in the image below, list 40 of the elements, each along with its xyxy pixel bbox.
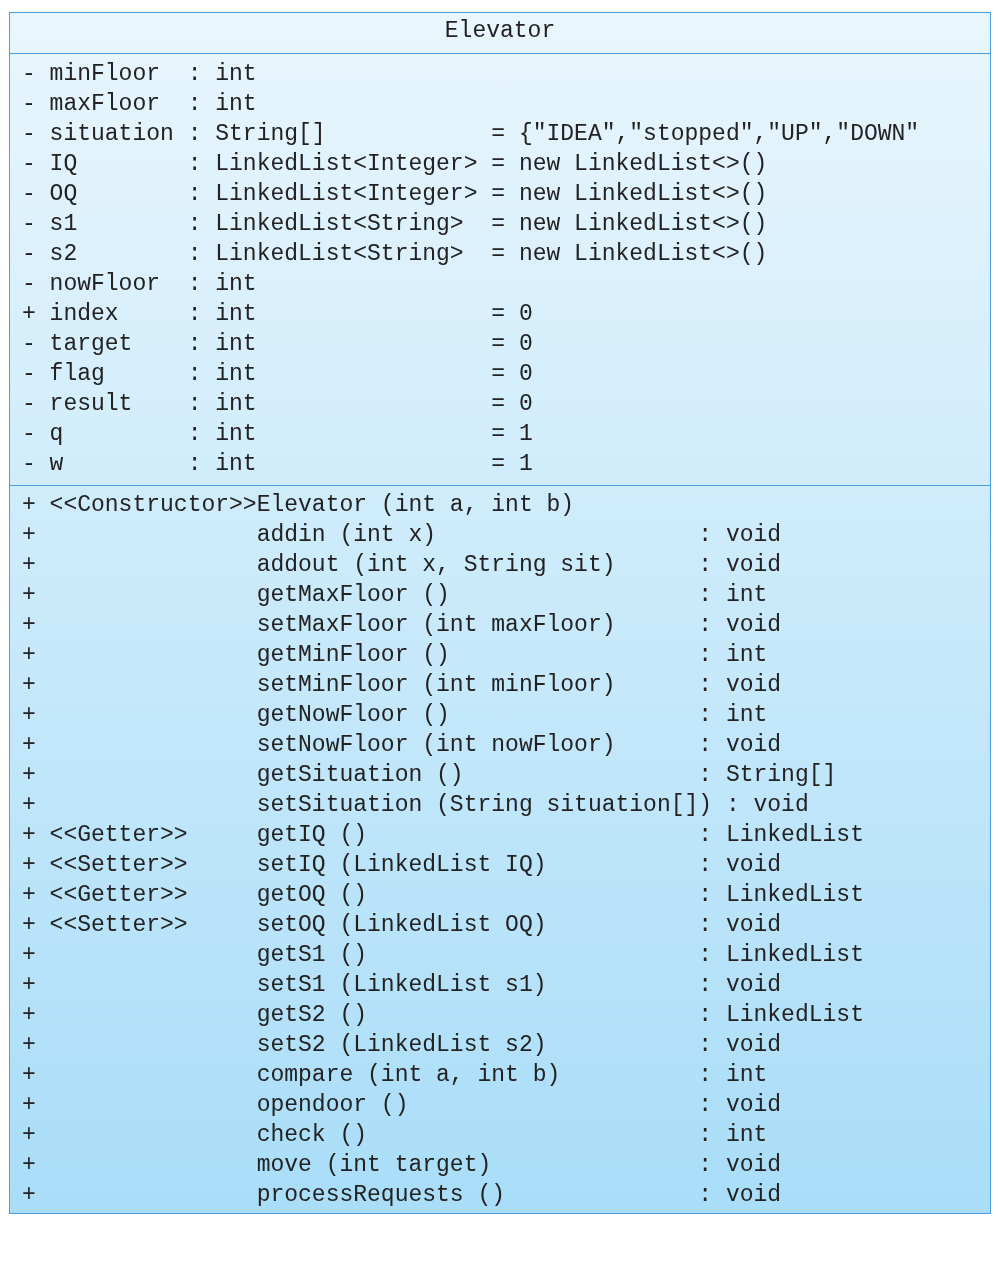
method-row-text: + setSituation (String situation[]) : void [21,791,810,820]
method-row-text: + check () : int [21,1121,769,1150]
attribute-row-text: - maxFloor : int [21,90,258,119]
method-row-text: + move (int target) : void [21,1151,783,1180]
method-row-text: + compare (int a, int b) : int [21,1061,769,1090]
attribute-row-text: - w : int = 1 [21,450,534,479]
attribute-row-text: - target : int = 0 [21,330,534,359]
attribute-row-text: + index : int = 0 [21,300,534,329]
attribute-row-text: - situation : String[] = {"IDEA","stopped","UP","DOWN" [21,120,921,149]
attribute-row-text: - nowFloor : int [21,270,258,299]
class-name: Elevator [443,17,557,46]
method-row-text: + getS2 () : LinkedList [21,1001,865,1030]
method-row-text: + setMinFloor (int minFloor) : void [21,671,783,700]
method-row-text: + setMaxFloor (int maxFloor) : void [21,611,783,640]
method-row-text: + getMinFloor () : int [21,641,769,670]
method-row-text: + <<Setter>> setIQ (LinkedList IQ) : void [21,851,783,880]
method-row-text: + getSituation () : String[] [21,761,838,790]
method-row-text: + <<Getter>> getIQ () : LinkedList [21,821,865,850]
method-row-text: + processRequests () : void [21,1181,783,1210]
attribute-row-text: - s2 : LinkedList<String> = new LinkedList<>() [21,240,769,269]
method-row-text: + getS1 () : LinkedList [21,941,865,970]
attribute-row-text: - s1 : LinkedList<String> = new LinkedList<>() [21,210,769,239]
method-row-text: + <<Setter>> setOQ (LinkedList OQ) : void [21,911,783,940]
method-row-text: + setS2 (LinkedList s2) : void [21,1031,783,1060]
method-row-text: + addout (int x, String sit) : void [21,551,783,580]
attribute-row-text: - flag : int = 0 [21,360,534,389]
method-row-text: + <<Getter>> getOQ () : LinkedList [21,881,865,910]
attribute-row-text: - q : int = 1 [21,420,534,449]
method-row-text: + opendoor () : void [21,1091,783,1120]
attribute-row-text: - result : int = 0 [21,390,534,419]
method-row-text: + setNowFloor (int nowFloor) : void [21,731,783,760]
method-row-text: + <<Constructor>>Elevator (int a, int b) [21,491,576,520]
attribute-row-text: - minFloor : int [21,60,258,89]
class-box [9,12,991,1214]
attribute-row-text: - OQ : LinkedList<Integer> = new LinkedList<>() [21,180,769,209]
attribute-row-text: - IQ : LinkedList<Integer> = new LinkedList<>() [21,150,769,179]
method-row-text: + getNowFloor () : int [21,701,769,730]
method-row-text: + getMaxFloor () : int [21,581,769,610]
method-row-text: + setS1 (LinkedList s1) : void [21,971,783,1000]
method-row-text: + addin (int x) : void [21,521,783,550]
